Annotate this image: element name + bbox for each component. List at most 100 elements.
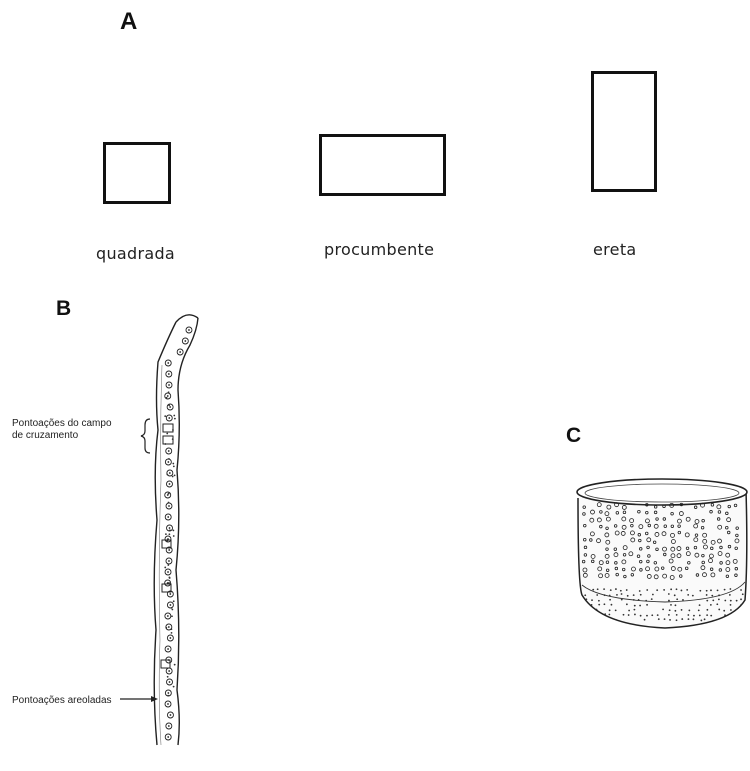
vessel-band-pit	[640, 594, 642, 596]
vessel-band-pit	[587, 620, 589, 622]
vessel-band-pit	[628, 610, 630, 612]
vessel-band-pit	[598, 619, 600, 621]
vessel-rim-outer	[577, 479, 747, 505]
vessel-band-pit	[639, 605, 641, 607]
vessel-band-pit	[736, 600, 738, 602]
vessel-band-pit	[609, 609, 611, 611]
vessel-band-pit	[669, 609, 671, 611]
vessel-band-pit	[604, 603, 606, 605]
vessel-band-pit	[658, 618, 660, 620]
vessel-band-pit	[604, 594, 606, 596]
vessel-band-pit	[740, 589, 742, 591]
vessel-band-pit	[675, 604, 677, 606]
vessel-band-pit	[730, 600, 732, 602]
vessel-band-pit	[711, 595, 713, 597]
vessel-band-pit	[710, 589, 712, 591]
vessel-band-pit	[639, 590, 641, 592]
vessel-band-pit	[686, 589, 688, 591]
vessel-band-pit	[699, 604, 701, 606]
vessel-band-pit	[669, 619, 671, 621]
vessel-band-pit	[668, 600, 670, 602]
vessel-band-pit	[634, 609, 636, 611]
vessel-band-pit	[706, 609, 708, 611]
vessel-band-pit	[604, 613, 606, 615]
vessel-band-pit	[681, 618, 683, 620]
vessel-band-pit	[712, 599, 714, 601]
vessel-band-pit	[620, 590, 622, 592]
vessel-band-pit	[609, 595, 611, 597]
vessel-band-pit	[597, 588, 599, 590]
vessel-band-pit	[693, 615, 695, 617]
vessel-band-pit	[623, 614, 625, 616]
vessel-band-pit	[706, 590, 708, 592]
vessel-band-pit	[634, 614, 636, 616]
vessel-band-pit	[644, 619, 646, 621]
vessel-band-pit	[633, 599, 635, 601]
vessel-band-pit	[688, 610, 690, 612]
vessel-band-pit	[681, 590, 683, 592]
vessel-band-pit	[591, 613, 593, 615]
vessel-band-pit	[638, 599, 640, 601]
vessel-band-pit	[692, 595, 694, 597]
vessel-band-pit	[651, 614, 653, 616]
vessel-band-pit	[729, 588, 731, 590]
vessel-band-pit	[598, 604, 600, 606]
vessel-band-pit	[674, 610, 676, 612]
vessel-band-pit	[615, 588, 617, 590]
vessel-band-pit	[627, 595, 629, 597]
vessel-band-pit	[609, 599, 611, 601]
vessel-band-pit	[724, 614, 726, 616]
vessel-band-pit	[610, 589, 612, 591]
vessel-band-pit	[718, 609, 720, 611]
vessel-band-pit	[640, 615, 642, 617]
vessel-band-pit	[657, 614, 659, 616]
vessel-band-pit	[676, 598, 678, 600]
vessel-band-pit	[646, 615, 648, 617]
vessel-band-pit	[616, 594, 618, 596]
vessel-band-pit	[603, 588, 605, 590]
vessel-band-pit	[621, 599, 623, 601]
vessel-band-pit	[724, 600, 726, 602]
vessel-band-pit	[598, 600, 600, 602]
vessel-band-pit	[646, 589, 648, 591]
vessel-band-pit	[664, 618, 666, 620]
vessel-band-pit	[596, 594, 598, 596]
vessel-band-pit	[591, 610, 593, 612]
vessel-band-pit	[688, 618, 690, 620]
vessel-band-pit	[634, 605, 636, 607]
vessel-band-pit	[687, 594, 689, 596]
vessel-band-pit	[670, 588, 672, 590]
vessel-band-pit	[676, 588, 678, 590]
vessel-band-pit	[663, 589, 665, 591]
vessel-band-pit	[662, 609, 664, 611]
vessel-band-pit	[699, 590, 701, 592]
vessel-band-pit	[656, 589, 658, 591]
vessel-band-pit	[652, 594, 654, 596]
vessel-band-pit	[585, 604, 587, 606]
vessel-band-pit	[645, 600, 647, 602]
vessel-band-pit	[608, 614, 610, 616]
vessel-band-pit	[670, 604, 672, 606]
vessel-band-pit	[693, 618, 695, 620]
vessel-band-pit	[729, 594, 731, 596]
vessel-band-pit	[591, 599, 593, 601]
vessel-band-pit	[706, 600, 708, 602]
vessel-band-pit	[730, 609, 732, 611]
vessel-band-pit	[716, 603, 718, 605]
vessel-band-pit	[626, 589, 628, 591]
vessel-band-pit	[651, 598, 653, 600]
vessel-band-pit	[584, 594, 586, 596]
vessel-band-pit	[723, 610, 725, 612]
vessel-band-pit	[731, 620, 733, 622]
vessel-band-pit	[706, 594, 708, 596]
vessel-band-pit	[591, 604, 593, 606]
vessel-band-pit	[710, 615, 712, 617]
vessel-band-pit	[718, 594, 720, 596]
vessel-band-pit	[676, 614, 678, 616]
vessel-band-pit	[687, 614, 689, 616]
vessel-band-pit	[668, 614, 670, 616]
vessel-band-pit	[704, 618, 706, 620]
vessel-band-pit	[584, 609, 586, 611]
vessel-band-pit	[706, 614, 708, 616]
